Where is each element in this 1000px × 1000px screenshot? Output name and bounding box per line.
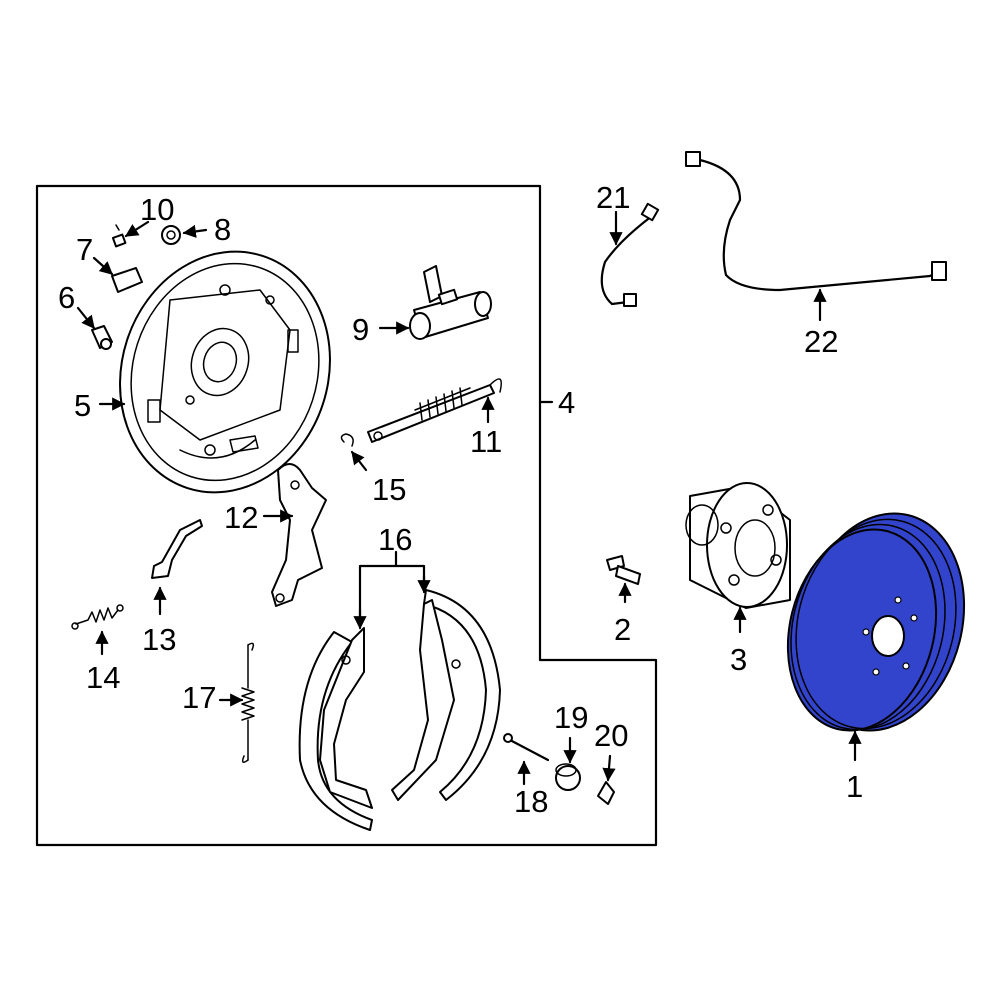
backing-plate — [119, 250, 331, 494]
bleeder-screw — [91, 325, 113, 350]
callout-10: 10 — [140, 192, 174, 227]
hold-down-pin — [503, 733, 550, 762]
leader-7 — [92, 256, 114, 276]
callout-3: 3 — [730, 642, 747, 677]
wheel-stud — [606, 555, 641, 585]
leader-10 — [124, 220, 150, 238]
brake-shoe-left — [298, 627, 373, 831]
callout-13: 13 — [142, 622, 176, 657]
leader-8 — [182, 224, 208, 238]
callout-14: 14 — [86, 660, 120, 695]
callout-18: 18 — [514, 784, 548, 819]
leader-16 — [358, 550, 426, 626]
small-bolt — [111, 224, 127, 248]
callout-15: 15 — [372, 472, 406, 507]
retainer-cup — [597, 781, 615, 805]
callout-12: 12 — [224, 500, 258, 535]
callout-8: 8 — [214, 212, 231, 247]
strut — [151, 519, 203, 579]
parking-brake-lever — [271, 463, 327, 607]
leader-6 — [76, 306, 96, 330]
callout-21: 21 — [596, 180, 630, 215]
leader-15 — [350, 450, 368, 472]
return-spring — [241, 642, 255, 763]
cap-nut — [161, 225, 181, 245]
callout-9: 9 — [352, 312, 369, 347]
small-spring — [71, 604, 124, 630]
callout-17: 17 — [182, 680, 216, 715]
callout-19: 19 — [554, 700, 588, 735]
callout-22: 22 — [804, 324, 838, 359]
callout-1: 1 — [846, 769, 863, 804]
callout-11: 11 — [470, 424, 502, 459]
brake-shoe-right — [391, 589, 501, 801]
brake-hose — [600, 202, 660, 307]
bleeder-cap — [111, 267, 143, 293]
clip — [340, 433, 354, 447]
callout-4: 4 — [558, 385, 575, 420]
callout-5: 5 — [74, 388, 91, 423]
adjuster-assembly — [367, 378, 502, 443]
hub-bearing — [685, 482, 791, 609]
wheel-cylinder — [409, 265, 492, 340]
callout-7: 7 — [76, 232, 93, 267]
callout-20: 20 — [594, 718, 628, 753]
hold-down-spring — [555, 763, 581, 791]
callout-6: 6 — [58, 280, 75, 315]
callout-16: 16 — [378, 522, 412, 557]
abs-sensor — [685, 151, 947, 292]
callout-2: 2 — [614, 612, 631, 647]
assembly-box — [35, 184, 658, 847]
brake-drum — [786, 512, 966, 732]
leader-20 — [602, 754, 616, 782]
